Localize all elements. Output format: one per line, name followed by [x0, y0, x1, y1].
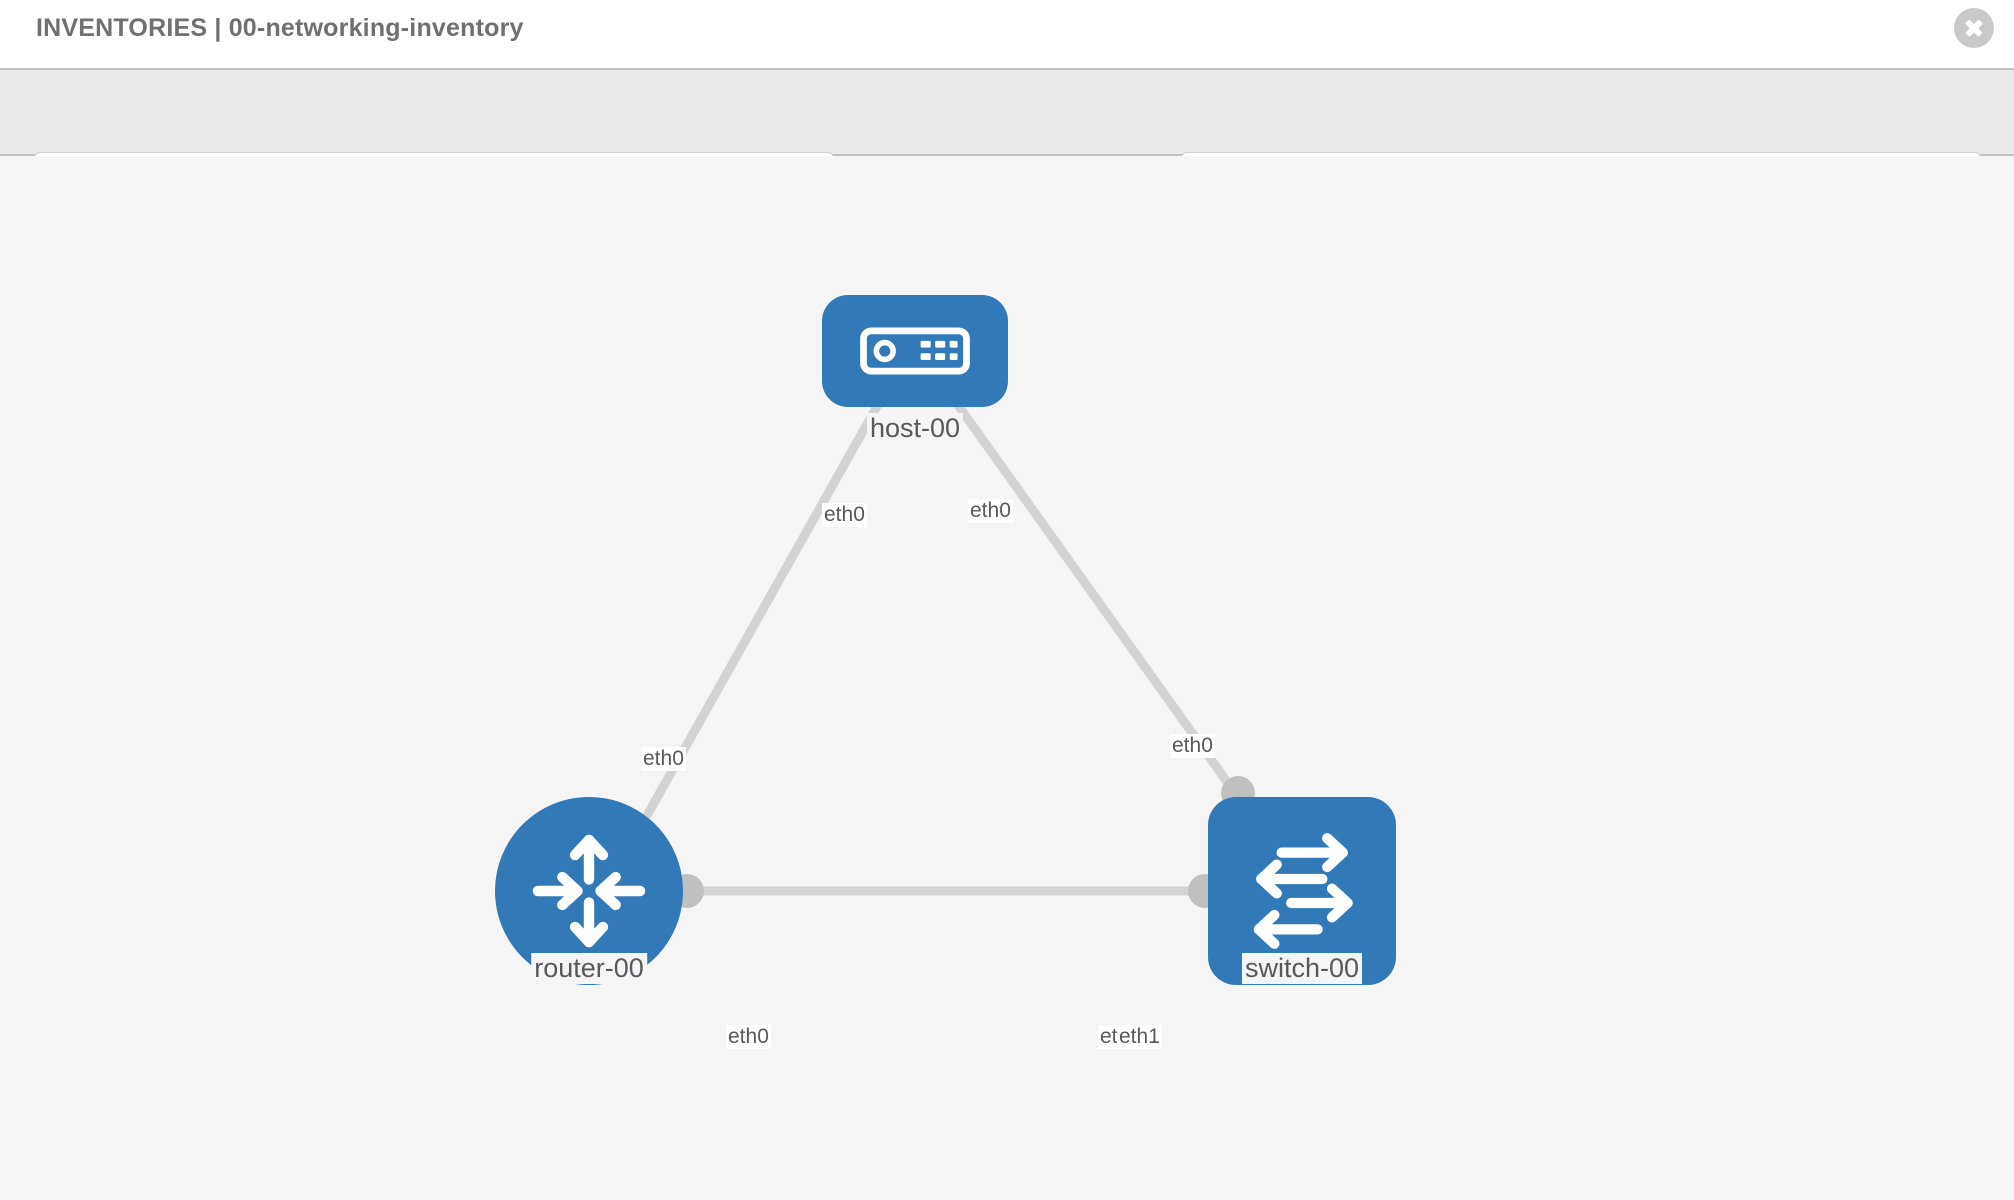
node-host-00[interactable]: host-00 — [822, 295, 1008, 444]
node-label-switch-00: switch-00 — [1241, 953, 1363, 984]
toolbar: ACTIONS SEARCH — [0, 68, 2014, 202]
interface-label-switch-left: eth1 — [1117, 1025, 1162, 1050]
interface-label-host-right: eth0 — [968, 499, 1013, 524]
router-node-shape[interactable] — [495, 797, 683, 985]
node-router-00[interactable]: router-00 — [495, 797, 683, 985]
node-label-router-00: router-00 — [531, 953, 647, 984]
switch-arrows-icon — [1253, 833, 1353, 949]
interface-label-host-left: eth0 — [822, 503, 867, 528]
node-switch-00[interactable]: switch-00 — [1208, 797, 1396, 985]
close-icon[interactable] — [1954, 8, 1994, 48]
page-header: INVENTORIES | 00-networking-inventory — [0, 0, 2014, 68]
page-title: INVENTORIES | 00-networking-inventory — [36, 14, 524, 42]
host-node-shape[interactable] — [822, 295, 1008, 407]
node-label-host-00: host-00 — [866, 413, 964, 444]
interface-label-switch-up: eth0 — [1170, 734, 1215, 759]
server-icon — [860, 327, 970, 375]
interface-label-router-right: eth0 — [726, 1025, 771, 1050]
topology-canvas[interactable]: host-00 eth0 eth0 — [0, 156, 2014, 1200]
interface-label-router-up: eth0 — [641, 747, 686, 772]
router-arrows-icon — [532, 834, 646, 948]
